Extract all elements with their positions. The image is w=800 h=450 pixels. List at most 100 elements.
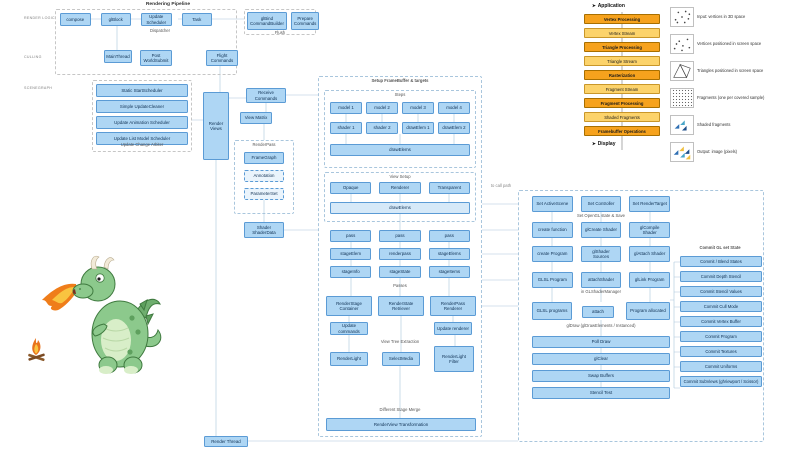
shader-manager-caption: in GLShaderManager bbox=[580, 289, 622, 294]
renderlight-filter-node: RenderLight Filter bbox=[434, 346, 474, 372]
model-node: model 2 bbox=[366, 102, 398, 114]
gl-create-node: create function bbox=[532, 222, 573, 238]
gl-create-node: glCreate Shader bbox=[580, 222, 622, 238]
pipeline-stage: Triangle Stream bbox=[584, 56, 660, 66]
program-allocated-node: Program allocated bbox=[626, 302, 670, 320]
shaded-fragments-icon bbox=[670, 115, 694, 135]
pass-node: stageState bbox=[379, 266, 421, 278]
gl-program-node: glLink Program bbox=[629, 272, 671, 288]
application-arrow-icon: ➤ bbox=[592, 3, 596, 8]
steps-label: Steps bbox=[394, 92, 406, 97]
side-label-render-logic: RENDER LOGIC bbox=[24, 16, 55, 20]
drawelems-bar-2: drawElems bbox=[330, 202, 470, 214]
gl-bar: Poll Draw bbox=[532, 336, 670, 348]
shader-step-node: shader 1 bbox=[330, 122, 362, 134]
gl-bar: glClear bbox=[532, 353, 670, 365]
merge-label: Different Stage Merge bbox=[379, 407, 421, 412]
renderpass-title: RenderPass bbox=[252, 142, 276, 147]
view-setup-node: Renderer bbox=[379, 182, 421, 194]
model-node: model 4 bbox=[438, 102, 470, 114]
commit-bar: Commit Uniforms bbox=[680, 361, 762, 372]
legend-caption: Fragments (one per covered sample) bbox=[697, 94, 765, 100]
view-matrix-node: View Matrix bbox=[240, 112, 272, 124]
central-title: Setup FrameBuffer & targets bbox=[371, 78, 429, 83]
application-text: Application bbox=[597, 3, 625, 9]
pipeline-stage: Triangle Processing bbox=[584, 42, 660, 52]
commit-bar: Commit / Blend States bbox=[680, 256, 762, 267]
pass-node: stageItems bbox=[428, 266, 470, 278]
drawelems-bar-1: drawElems bbox=[330, 144, 470, 156]
gl-create-node: glCompile Shader bbox=[629, 222, 671, 238]
builder-node: glBind CommandBuilder bbox=[247, 12, 287, 30]
renderview-transformation-bar: RenderView Transformation bbox=[326, 418, 476, 431]
mainthread-node: MainThread bbox=[104, 50, 132, 63]
legend-caption: Triangles positioned in screen space bbox=[697, 67, 764, 73]
gl-shader-node: create Program bbox=[532, 246, 573, 262]
application-label: ➤ Application bbox=[592, 3, 625, 9]
campfire-icon bbox=[28, 338, 45, 362]
gl-program-node: GLSL Program bbox=[532, 272, 573, 288]
renderer-node: RenderStage Container bbox=[326, 296, 372, 316]
display-text: Display bbox=[597, 141, 616, 147]
legend-row-triangles: Triangles positioned in screen space bbox=[670, 58, 794, 84]
gl-set-node: Set Controller bbox=[580, 196, 622, 212]
attach-node: attach bbox=[582, 306, 614, 318]
shader-step-node: drawElem 2 bbox=[438, 122, 470, 134]
vertices-screen-icon bbox=[670, 34, 694, 54]
flush-caption: Flush bbox=[274, 30, 286, 35]
view-setup-node: Transparent bbox=[428, 182, 470, 194]
annotation-node: Annotation bbox=[244, 170, 284, 182]
framegraph-node: FrameGraph bbox=[244, 152, 284, 164]
pass-node: stageElems bbox=[428, 248, 470, 260]
commit-bar: Commit Vertex Buffer bbox=[680, 316, 762, 327]
builder-node: Prepare Commands bbox=[290, 12, 320, 30]
display-label: ➤ Display bbox=[592, 141, 615, 147]
commit-bar: Commit Textures bbox=[680, 346, 762, 357]
renderlight-node: RenderLight bbox=[330, 352, 368, 366]
pipeline-stage: Rasterization bbox=[584, 70, 660, 80]
display-arrow-icon: ➤ bbox=[592, 141, 596, 146]
dispatcher-caption: Dispatcher bbox=[149, 28, 170, 33]
fire-breath-icon bbox=[42, 283, 77, 311]
pass-node: stageInfo bbox=[330, 266, 372, 278]
scheduler-node: Update Scheduler bbox=[141, 13, 172, 26]
legend-caption: Output: image (pixels) bbox=[697, 148, 738, 154]
gl-set-node: Set RenderTarget bbox=[629, 196, 671, 212]
pass-node: renderpass bbox=[379, 248, 421, 260]
vertices-3d-icon bbox=[670, 7, 694, 27]
legend-row-vertices-3d: Input: vertices in 3D space bbox=[670, 4, 794, 30]
commit-bar: Commit Cull Mode bbox=[680, 301, 762, 312]
selectmedia-node: SelectMedia bbox=[382, 352, 420, 366]
receive-commands-node: Receive Commands bbox=[246, 88, 286, 103]
model-node: model 1 bbox=[330, 102, 362, 114]
parameterset-node: ParameterSet bbox=[244, 188, 284, 200]
update-commands-node: Update commands bbox=[330, 322, 368, 335]
render-thread-bar: Render Thread bbox=[204, 436, 248, 447]
side-label-culling: CULLING bbox=[24, 55, 42, 59]
legend-row-output-image: Output: image (pixels) bbox=[670, 139, 794, 165]
change-arbiter-caption: Update Change Arbiter bbox=[120, 142, 164, 147]
pass-node: pass bbox=[330, 230, 372, 242]
pipeline-stage: Fragment Stream bbox=[584, 84, 660, 94]
legend-row-vertices-screen: Vertices positioned in screen space bbox=[670, 31, 794, 57]
commit-bar: Commit Stencil Values bbox=[680, 286, 762, 297]
commit-bar: Commit SubViews (glViewport / Scissor) bbox=[680, 376, 762, 387]
gl-row-2: create function glCreate Shader glCompile … bbox=[532, 222, 671, 238]
scheduler-node: Task bbox=[181, 13, 212, 26]
render-views-node: Render Views bbox=[203, 92, 229, 160]
passes-label: Passes bbox=[393, 283, 407, 288]
legend-caption: Vertices positioned in screen space bbox=[697, 40, 762, 46]
pass-node: pass bbox=[428, 230, 470, 242]
pipeline-legend: Input: vertices in 3D space Vertices pos… bbox=[670, 4, 794, 165]
renderer-node: RenderState Retriever bbox=[378, 296, 424, 316]
renderers-row: RenderStage Container RenderState Retriev… bbox=[326, 296, 476, 316]
gldraw-caption: glDraw (glDrawElements / Instanced) bbox=[566, 323, 636, 328]
gl-state-label: Set OpenGL state & Save bbox=[576, 213, 626, 218]
glsl-programs-node: GLSL programs bbox=[532, 302, 572, 320]
